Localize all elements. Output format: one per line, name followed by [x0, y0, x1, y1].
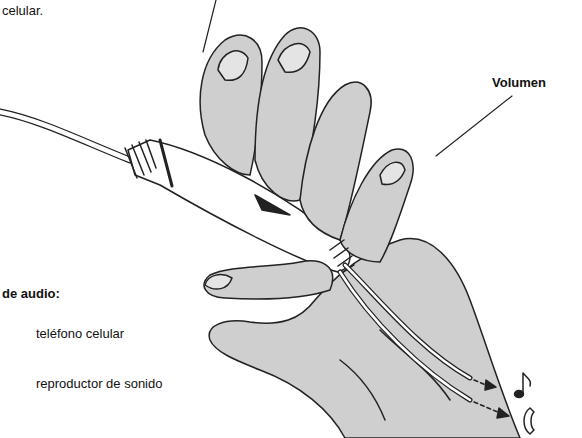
- cable: [0, 112, 130, 160]
- cable: [0, 112, 130, 160]
- finger: [200, 35, 262, 175]
- label-text: celular.: [2, 3, 43, 18]
- leader-line: [436, 96, 512, 156]
- fingernail: [278, 44, 310, 73]
- palm-crease: [380, 330, 450, 400]
- audio-cable: [345, 265, 470, 378]
- arrowhead: [485, 380, 496, 390]
- finger: [340, 149, 413, 262]
- arrow-line: [474, 402, 500, 413]
- output-label: teléfono celular: [36, 324, 124, 342]
- fingernail: [218, 51, 248, 80]
- label-text: reproductor de sonido: [36, 376, 162, 391]
- audio-cable: [345, 265, 470, 378]
- phone-cable: [340, 272, 470, 400]
- arrowhead: [497, 408, 509, 418]
- fingernail: [380, 162, 405, 184]
- label-text: Volumen: [492, 75, 546, 90]
- part-label: Volumen: [492, 73, 546, 91]
- music-note-icon: [515, 391, 524, 398]
- palm-crease: [340, 360, 385, 420]
- callout-text: celular.: [2, 1, 43, 19]
- output-label: reproductor de sonido: [36, 374, 162, 392]
- leader-line: [203, 0, 216, 52]
- label-text: teléfono celular: [36, 326, 124, 341]
- phone-icon: [524, 408, 534, 434]
- label-text: de audio:: [2, 286, 60, 301]
- controller-ring: [160, 140, 172, 186]
- arrow-line: [474, 380, 486, 385]
- thumb: [204, 261, 333, 299]
- thumbnail: [205, 275, 232, 289]
- phone-cable: [340, 272, 470, 400]
- strain-relief: [125, 140, 156, 178]
- music-note-icon: [523, 373, 530, 393]
- section-heading: de audio:: [2, 284, 60, 302]
